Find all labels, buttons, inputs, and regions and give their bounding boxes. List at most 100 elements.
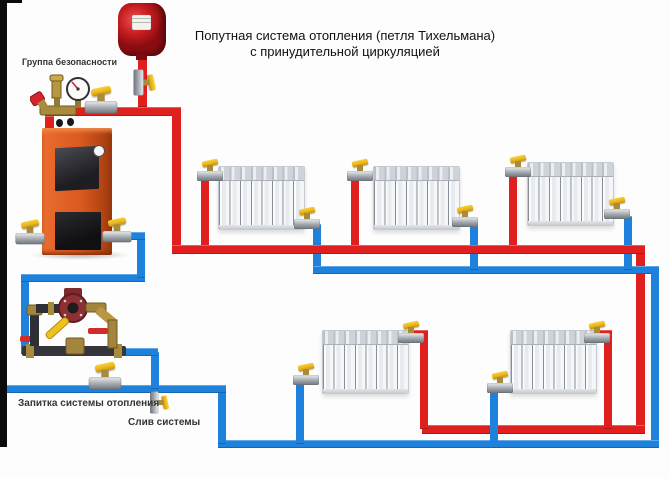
pipe-pump-left-riser [21, 278, 29, 354]
radiator4-supply-valve [398, 320, 424, 343]
valve-stem [515, 161, 521, 167]
expansion-tank-neck [136, 54, 147, 60]
valve-stem [304, 213, 310, 219]
bypass-left-pipe [30, 312, 39, 346]
pipe-radiator3-return-drop [624, 216, 632, 270]
pipe-junction-riser [151, 352, 159, 389]
union-nut [26, 344, 34, 358]
valve-stem [357, 165, 363, 171]
pipe-radiator2-supply-riser [351, 176, 359, 249]
pipe-radiator4-return-drop [296, 382, 304, 444]
valve-body [347, 171, 373, 181]
radiator4-return-valve [293, 362, 319, 385]
valve-stem [462, 211, 468, 217]
valve-stem [101, 369, 109, 378]
valve-body [84, 101, 118, 114]
pipe-radiator4-supply-drop [420, 330, 428, 429]
pipe-radiator3-supply-riser [509, 172, 517, 249]
left-edge-bar [0, 0, 7, 447]
valve-stem [614, 203, 620, 209]
boiler-cap-icon [67, 118, 74, 126]
radiator-3 [527, 162, 614, 226]
safety-valve-icon [30, 91, 49, 112]
valve-body [88, 377, 122, 390]
radiator-bottom [374, 225, 459, 229]
diagram-title: Попутная система отопления (петля Тихель… [180, 28, 510, 60]
radiator3-supply-valve [505, 154, 531, 177]
valve-stem [594, 327, 600, 333]
gauge-center [76, 87, 80, 91]
radiator5-supply-valve [584, 320, 610, 343]
pipe-return-main-line [313, 266, 659, 274]
valve-body [398, 333, 424, 343]
diagram-title-line1: Попутная система отопления (петля Тихель… [194, 28, 496, 43]
system-fill-label: Запитка системы отопления [18, 398, 160, 409]
radiator-1 [218, 166, 305, 230]
radiator2-supply-valve [347, 158, 373, 181]
valve-body [133, 69, 144, 96]
radiator-bottom [528, 221, 613, 225]
circulation-pump-assembly [20, 288, 126, 358]
radiator-5 [510, 330, 597, 394]
radiator-bottom [219, 225, 304, 229]
boiler-lower-door [55, 212, 101, 250]
system-drain-label: Слив системы [128, 417, 201, 428]
valve-stem [207, 165, 213, 171]
pipe-return-upper-line [21, 274, 145, 282]
top-edge-bar [0, 0, 22, 3]
valve-body [294, 219, 320, 229]
system-fill-valve [88, 361, 122, 390]
union-nut [48, 302, 54, 315]
radiator3-return-valve [604, 196, 630, 219]
valve-body [102, 231, 132, 243]
valve-stem [158, 399, 164, 406]
radiator-top-header [511, 331, 596, 345]
pipe-supply-main-line [172, 245, 645, 254]
valve-body [487, 383, 513, 393]
gauge-stem [75, 99, 81, 108]
valve-body [505, 167, 531, 177]
valve-body [604, 209, 630, 219]
valve-red-handle [88, 328, 108, 334]
boiler-return-valve [102, 216, 132, 243]
vent-stem [54, 97, 60, 107]
pipe-return-bottom-line [218, 440, 659, 448]
radiator-top-header [219, 167, 304, 181]
radiator1-supply-valve [197, 158, 223, 181]
radiator-top-header [528, 163, 613, 177]
radiator5-return-valve [487, 370, 513, 393]
pipe-supply-bottom-line [422, 425, 645, 434]
pipe-supply-right-drop [636, 245, 645, 434]
pipe-pump-outlet [118, 348, 158, 356]
radiator-top-header [323, 331, 408, 345]
valve-body [293, 375, 319, 385]
expansion-tank-valve [133, 69, 157, 96]
radiator-top-header [374, 167, 459, 181]
valve-body [452, 217, 478, 227]
valve-stem [26, 226, 34, 234]
union-nut [114, 344, 122, 358]
pipe-radiator5-return-drop [490, 388, 498, 448]
valve-body [197, 171, 223, 181]
diagram-title-line2: с принудительной циркуляцией [250, 44, 440, 59]
pipe-return-right-drop [651, 266, 659, 448]
boiler-thermometer-icon [93, 145, 105, 157]
pipe-boiler-return-conn [120, 232, 145, 240]
expansion-tank [118, 3, 166, 60]
circulation-pump-icon [58, 288, 88, 323]
valve-body [584, 333, 610, 343]
boiler-cap-icon [56, 119, 63, 127]
valve-stem [408, 327, 414, 333]
safety-group-label: Группа безопасности [22, 57, 118, 67]
main-valve-body [65, 337, 85, 355]
radiator-bottom [511, 389, 596, 393]
pipe-radiator5-supply-drop [604, 330, 612, 429]
valve-stem [303, 369, 309, 375]
valve-stem [113, 224, 121, 232]
radiator2-return-valve [452, 204, 478, 227]
boiler-left-valve [15, 218, 45, 245]
valve-stem [497, 377, 503, 383]
air-vent-icon [51, 79, 62, 99]
valve-stem [97, 93, 105, 102]
